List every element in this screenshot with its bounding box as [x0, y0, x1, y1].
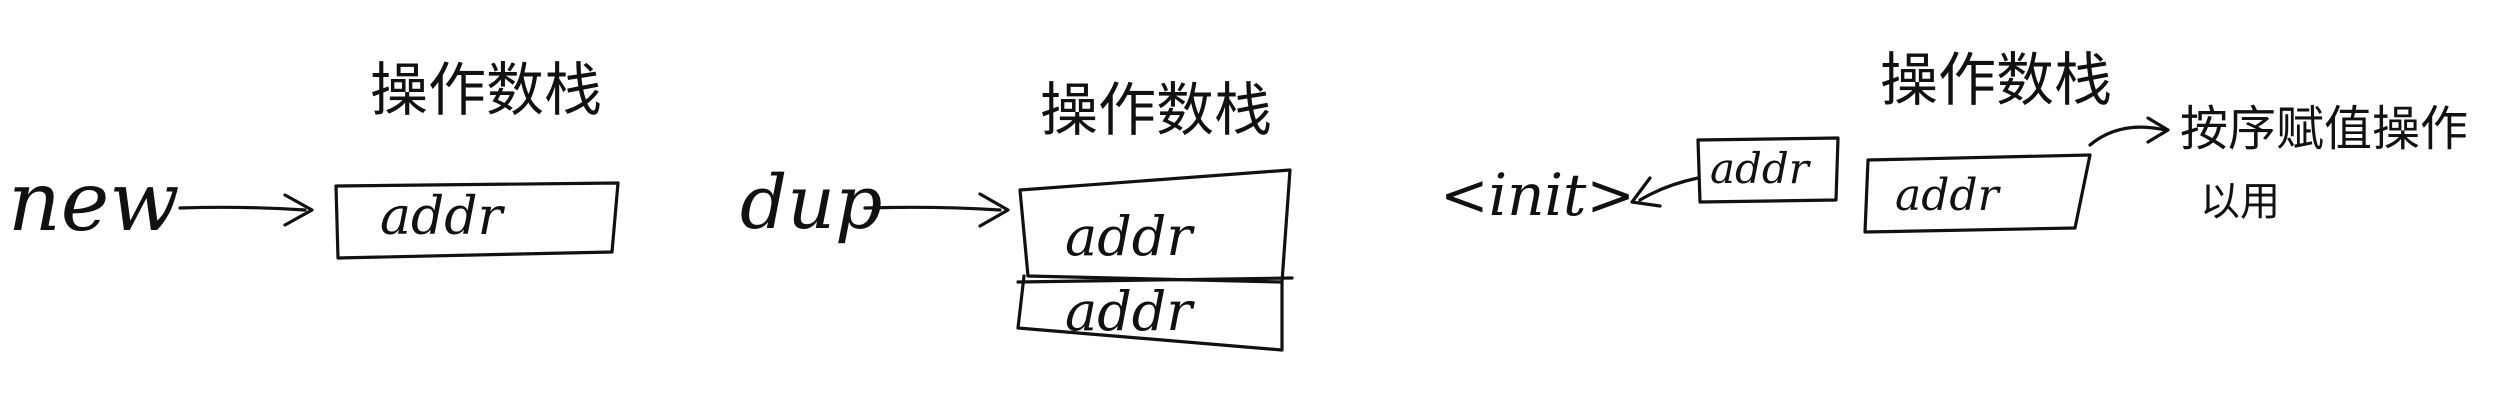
- stack-label-2: 操作数栈: [1040, 76, 1272, 144]
- arrow-addr-to-init: [1630, 176, 1700, 208]
- stack-item-dup-2: addr: [1065, 280, 1195, 343]
- panel-dup: 操作数栈 dup addr addr: [740, 76, 1294, 352]
- stack-divider: [1016, 276, 1294, 284]
- method-init: <init>: [1440, 161, 1635, 229]
- note-line-1: 按序赋值操作: [2180, 101, 2468, 157]
- stack-box-dup-bottom: [1016, 274, 1284, 352]
- panel-new: 操作数栈 new addr: [8, 56, 620, 260]
- consumed-addr-box: [1696, 136, 1840, 204]
- arrow-new-to-stack: [178, 193, 314, 227]
- stack-item-dup-1: addr: [1065, 205, 1195, 268]
- stack-label-3: 操作数栈: [1880, 46, 2112, 114]
- stack-item-init-1: addr: [1895, 170, 2002, 221]
- stack-box-init: [1863, 153, 2092, 234]
- note-line-2: 以用: [2200, 179, 2280, 225]
- arrow-stack-to-note: [2088, 116, 2170, 147]
- panel-init: 操作数栈 <init> addr addr 按序赋值操作 以用: [1440, 46, 2468, 234]
- instruction-new: new: [8, 155, 180, 250]
- stack-label-1: 操作数栈: [370, 56, 602, 124]
- consumed-addr: addr: [1710, 144, 1812, 193]
- stack-item-new-1: addr: [380, 187, 506, 247]
- stack-box-new: [334, 181, 620, 260]
- instruction-dup: dup: [740, 160, 882, 246]
- arrow-dup-to-stack: [863, 192, 1010, 228]
